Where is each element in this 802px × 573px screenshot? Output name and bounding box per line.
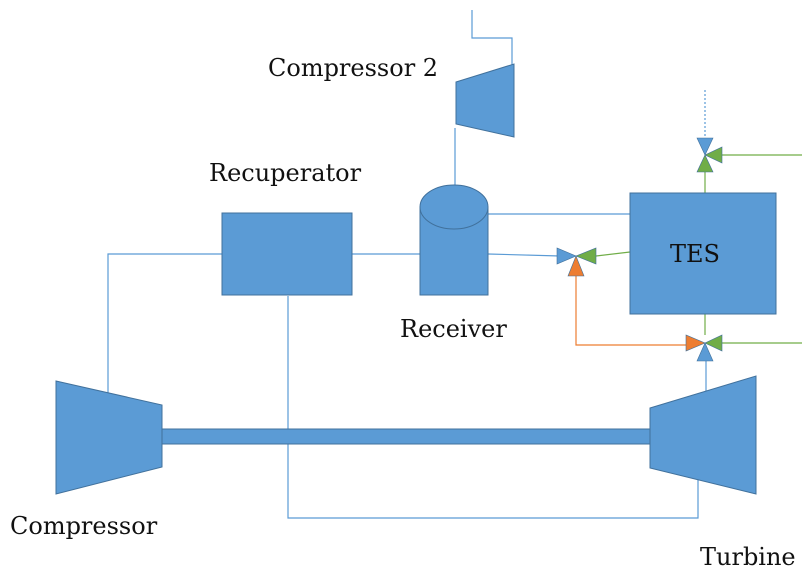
- valve-middle-orange-port: [567, 255, 585, 277]
- receiver-label: Receiver: [400, 315, 507, 343]
- compressor-2: [455, 63, 515, 138]
- tes-label: TES: [670, 240, 720, 268]
- valve-top-green-bottom-port: [696, 154, 714, 173]
- tes-tank: [629, 192, 777, 315]
- receiver: [419, 184, 489, 296]
- recuperator-label: Recuperator: [209, 159, 362, 187]
- valve-bottom[interactable]: [685, 334, 723, 362]
- valve-middle-green-port: [575, 247, 597, 265]
- pipe-receiver-to-valve: [487, 253, 561, 257]
- valve-middle-blue-port: [556, 247, 577, 265]
- recuperator: [221, 212, 353, 296]
- compressor-label: Compressor: [10, 512, 158, 540]
- valve-middle[interactable]: [556, 247, 597, 277]
- valve-top[interactable]: [696, 137, 723, 173]
- valve-bottom-green-port: [704, 334, 723, 352]
- orange-pipe: [575, 276, 688, 346]
- green-pipes: [595, 154, 802, 344]
- valve-top-green-right-port: [704, 146, 723, 164]
- valve-bottom-orange-port: [685, 334, 706, 352]
- pipe-compressor-to-recuperator: [107, 253, 222, 395]
- turbine-label: Turbine: [700, 543, 796, 571]
- valve-bottom-blue-port: [696, 342, 714, 362]
- valve-top-blue-port: [696, 137, 714, 156]
- green-pipe-tes-to-valve: [595, 251, 631, 257]
- compressor-2-label: Compressor 2: [268, 54, 438, 82]
- compressor: [55, 380, 163, 495]
- turbine: [649, 375, 757, 495]
- pipe-compressor2-inlet: [471, 10, 513, 66]
- shaft: [161, 428, 653, 445]
